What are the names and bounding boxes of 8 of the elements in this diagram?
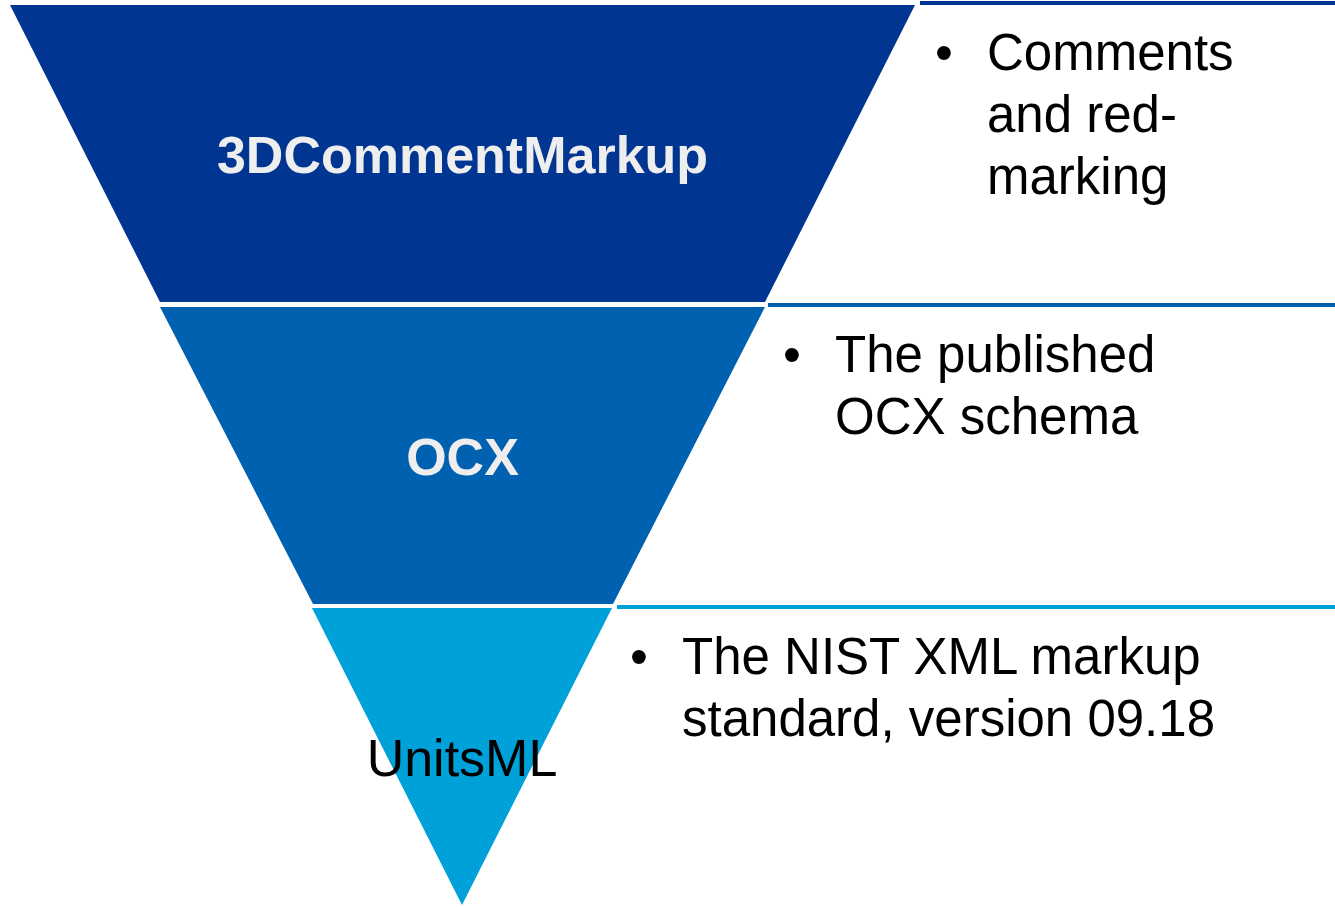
band-label: OCX	[406, 427, 519, 487]
description-text: The NIST XML markup standard, version 09.18	[682, 627, 1216, 750]
bullet-mark: •	[630, 627, 648, 687]
description-text: Comments and red-marking	[987, 23, 1235, 208]
bullet-mark: •	[935, 23, 953, 83]
band-label: 3DCommentMarkup	[216, 125, 709, 185]
description-text: The published OCX schema	[835, 325, 1157, 448]
bullet-mark: •	[783, 325, 801, 385]
